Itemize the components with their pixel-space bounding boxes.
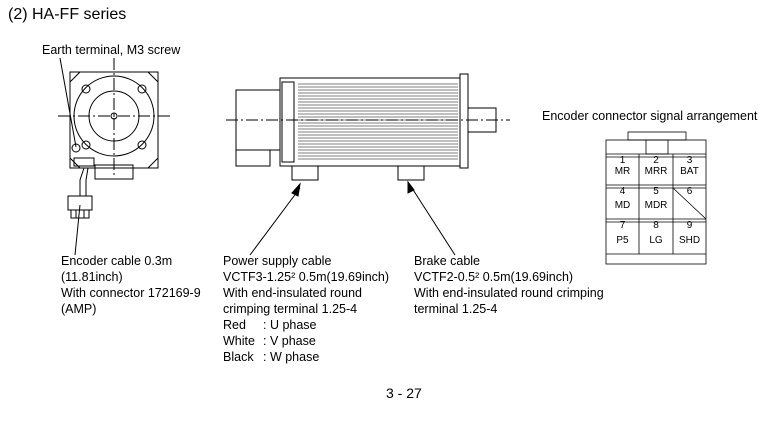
brake-line: VCTF2-0.5² 0.5m(19.69inch) bbox=[414, 270, 574, 284]
power-line: Power supply cable bbox=[223, 254, 332, 268]
phase-color: White bbox=[223, 334, 255, 348]
encoder-line: (11.81inch) bbox=[61, 270, 123, 284]
encoder-line: Encoder cable 0.3m bbox=[61, 254, 173, 268]
phase-color: Red bbox=[223, 318, 246, 332]
connector-title: Encoder connector signal arrangement bbox=[542, 109, 758, 123]
pin-number: 7 bbox=[619, 220, 626, 231]
brake-cable-text: Brake cable VCTF2-0.5² 0.5m(19.69inch) W… bbox=[414, 253, 604, 317]
power-line: With end-insulated round bbox=[223, 286, 362, 300]
pin-number: 6 bbox=[686, 186, 693, 197]
pin-signal: BAT bbox=[680, 166, 699, 177]
connector-pin-table bbox=[605, 131, 707, 265]
page-number: 3 - 27 bbox=[386, 385, 422, 401]
power-cable-text: Power supply cable VCTF3-1.25² 0.5m(19.6… bbox=[223, 253, 389, 365]
encoder-cable-text: Encoder cable 0.3m (11.81inch) With conn… bbox=[61, 253, 201, 317]
phase-color: Black bbox=[223, 350, 254, 364]
pin-signal: MR bbox=[614, 166, 631, 177]
encoder-line: (AMP) bbox=[61, 302, 97, 316]
phase-name: : U phase bbox=[263, 318, 317, 332]
power-line: crimping terminal 1.25-4 bbox=[223, 302, 358, 316]
pin-number: 1 bbox=[619, 155, 626, 166]
pin-signal: MDR bbox=[644, 200, 668, 211]
pin-number: 8 bbox=[653, 220, 659, 231]
phase-name: : V phase bbox=[263, 334, 316, 348]
pin-signal: LG bbox=[649, 235, 663, 246]
pin-number: 9 bbox=[686, 220, 693, 231]
earth-terminal-label: Earth terminal, M3 screw bbox=[42, 43, 181, 57]
phase-row: White : V phase bbox=[223, 333, 389, 349]
brake-line: With end-insulated round crimping bbox=[414, 286, 604, 300]
pin-number: 4 bbox=[619, 186, 626, 197]
pin-number: 5 bbox=[653, 186, 659, 197]
pin-signal: P5 bbox=[616, 235, 629, 246]
brake-line: terminal 1.25-4 bbox=[414, 302, 498, 316]
pin-signal: MD bbox=[614, 200, 631, 211]
phase-row: Red : U phase bbox=[223, 317, 389, 333]
encoder-line: With connector 172169-9 bbox=[61, 286, 201, 300]
power-line: VCTF3-1.25² 0.5m(19.69inch) bbox=[223, 270, 390, 284]
pin-number: 2 bbox=[653, 155, 659, 166]
phase-row: Black : W phase bbox=[223, 349, 389, 365]
phase-name: : W phase bbox=[263, 350, 320, 364]
pin-number: 3 bbox=[686, 155, 693, 166]
section-title: (2) HA-FF series bbox=[8, 6, 127, 23]
pin-signal: MRR bbox=[644, 166, 668, 177]
pin-signal: SHD bbox=[678, 235, 701, 246]
brake-line: Brake cable bbox=[414, 254, 481, 268]
